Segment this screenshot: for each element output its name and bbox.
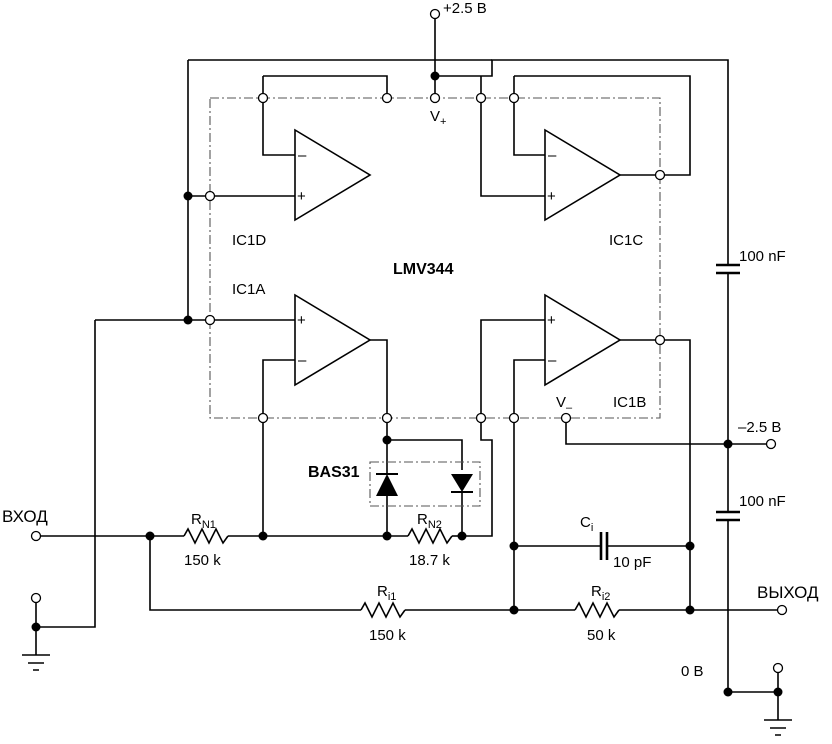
ic1b-label: IC1B: [613, 394, 646, 411]
opamp-ic1b: + –: [544, 293, 622, 387]
ic1d-minus-sign: –: [298, 147, 307, 164]
neg-supply-label: –2.5 В: [738, 419, 781, 436]
ic1a-label: IC1A: [232, 281, 265, 298]
terminal-neg-supply: [765, 438, 777, 450]
ic1a-minus-sign: –: [298, 352, 307, 369]
pin-circles: [204, 92, 666, 424]
ic1d-plus-sign: +: [297, 188, 306, 205]
diode-package-outline: [369, 461, 481, 507]
opamp-ic1c: – +: [544, 128, 622, 222]
ic1c-minus-sign: –: [548, 147, 557, 164]
ri1-name: Ri1: [377, 583, 396, 603]
junction-dots: [31, 71, 783, 697]
resistor-ri2: [574, 601, 620, 619]
ground-right-icon: [764, 719, 792, 736]
resistor-ri1: [360, 601, 406, 619]
ic1c-plus-sign: +: [547, 188, 556, 205]
diode-right: [451, 474, 473, 493]
diode-label: BAS31: [308, 464, 360, 481]
ci-name: Ci: [580, 514, 593, 534]
pos-supply-label: +2.5 В: [443, 0, 487, 17]
vplus-pin-label: V+: [430, 108, 446, 128]
chip-outline: [209, 97, 661, 419]
rn2-name: RN2: [417, 511, 442, 531]
ri2-name: Ri2: [591, 583, 610, 603]
ic1b-plus-sign: +: [547, 312, 556, 329]
output-label: ВЫХОД: [757, 583, 819, 602]
ic1c-label: IC1C: [609, 232, 643, 249]
ic1d-label: IC1D: [232, 232, 266, 249]
terminal-pos-supply: [429, 8, 441, 20]
ground-label: 0 В: [681, 663, 704, 680]
ic1b-minus-sign: –: [548, 352, 557, 369]
vminus-pin-label: V–: [556, 394, 573, 414]
input-label: ВХОД: [2, 507, 48, 526]
capacitor-top-100nf: [716, 263, 740, 275]
terminal-output: [776, 604, 788, 616]
ri1-value: 150 k: [369, 627, 406, 644]
terminal-input-ground: [30, 592, 42, 604]
ic1a-plus-sign: +: [297, 312, 306, 329]
ri2-value: 50 k: [587, 627, 616, 644]
wires: [35, 18, 779, 720]
cap-top-label: 100 nF: [739, 248, 786, 265]
chip-label: LMV344: [393, 261, 454, 278]
capacitor-ci: [599, 532, 609, 560]
terminals: [30, 8, 788, 674]
resistor-rn2: [407, 527, 453, 545]
ground-left-icon: [22, 654, 50, 671]
terminal-ground: [772, 662, 784, 674]
opamp-ic1a: + –: [294, 293, 372, 387]
diode-left: [376, 473, 398, 496]
opamp-ic1d: – +: [294, 128, 372, 222]
capacitor-bottom-100nf: [716, 510, 740, 522]
resistor-rn1: [183, 527, 229, 545]
ci-value: 10 pF: [613, 554, 651, 571]
cap-bottom-label: 100 nF: [739, 493, 786, 510]
rn1-value: 150 k: [184, 552, 221, 569]
rn1-name: RN1: [191, 511, 216, 531]
terminal-input: [30, 530, 42, 542]
rn2-value: 18.7 k: [409, 552, 450, 569]
